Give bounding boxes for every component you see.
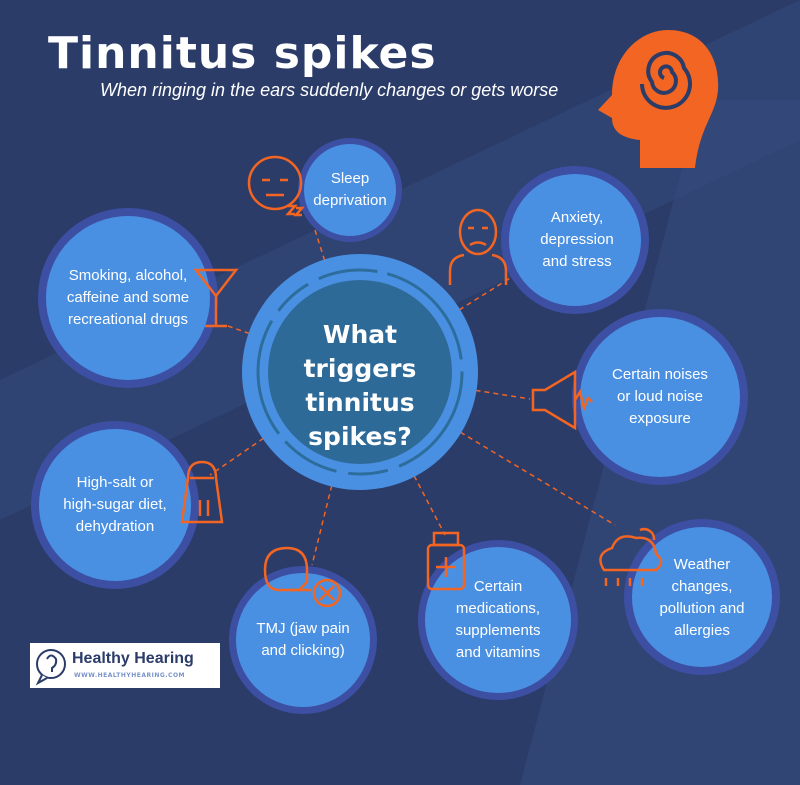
center-circle [242,254,478,490]
salt-shaker-icon [180,460,224,524]
logo-url: WWW.HEALTHYHEARING.COM [74,672,186,679]
node-circles [31,138,780,714]
jaw-pain-icon [263,546,342,608]
healthy-hearing-logo: Healthy Hearing WWW.HEALTHYHEARING.COM [30,643,220,688]
trigger-noise: Certain noises or loud noise exposure [612,366,708,427]
trigger-medications: Certain medications, supplements and vit… [455,578,541,661]
weather-cloud-icon [599,527,663,586]
trigger-diet: High-salt or high-sugar diet, dehydratio… [63,474,167,535]
martini-glass-icon [193,268,239,328]
trigger-anxiety: Anxiety, depression and stress [540,209,614,270]
page-subtitle: When ringing in the ears suddenly change… [100,80,559,100]
worried-person-icon [448,208,508,285]
logo-name: Healthy Hearing [72,650,194,667]
trigger-weather: Weather changes, pollution and allergies [659,556,745,639]
trigger-smoking: Smoking, alcohol, caffeine and some recr… [66,267,190,328]
center-question: What triggers tinnitus spikes? [303,320,417,451]
medicine-bottle-icon [426,531,466,591]
trigger-sleep: Sleep deprivation [313,170,387,209]
megaphone-icon [531,369,593,431]
ear-speech-bubble-icon [35,649,66,686]
head-spiral-icon [598,30,719,168]
sleepy-face-icon [247,155,305,217]
trigger-tmj: TMJ (jaw pain and clicking) [256,620,350,659]
page-title: Tinnitus spikes [48,28,437,79]
